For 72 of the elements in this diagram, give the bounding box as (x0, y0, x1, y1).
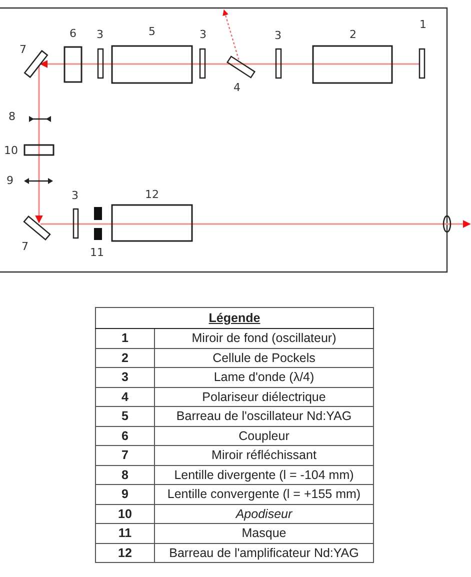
end-mirror (418, 48, 426, 79)
laser-beam-segment (205, 63, 234, 65)
output-lens (442, 215, 452, 233)
laser-beam-segment (192, 223, 444, 225)
wave-plate (72, 208, 79, 239)
callout-number: 6 (70, 28, 76, 40)
description-cell: Polariseur diélectrique (154, 387, 374, 406)
laser-beam-segment (103, 63, 112, 65)
callout-number: 1 (420, 19, 426, 31)
callout-number: 12 (145, 189, 159, 201)
callout-number: 8 (8, 111, 16, 123)
number-cell: 7 (96, 446, 154, 465)
laser-beam-segment (192, 63, 200, 65)
callout-number: 2 (350, 29, 356, 41)
description-cell: Miroir réfléchissant (154, 446, 374, 465)
callout-number: 5 (148, 26, 156, 38)
number-cell: 5 (96, 406, 154, 426)
pockels-cell (312, 45, 393, 84)
amplifier-rod (111, 204, 193, 242)
legend-heading: Légende (96, 308, 374, 328)
description-cell: Lentille divergente (l = -104 mm) (154, 465, 374, 484)
callout-number: 3 (72, 190, 78, 202)
callout-number: 11 (90, 247, 104, 259)
description-cell: Masque (154, 524, 374, 543)
number-cell: 12 (96, 543, 154, 562)
number-cell: 11 (96, 524, 154, 543)
number-cell: 6 (96, 426, 154, 446)
callout-number: 7 (22, 241, 28, 253)
callout-number: 10 (4, 145, 18, 157)
number-cell: 2 (96, 348, 154, 368)
number-cell: 8 (96, 465, 154, 484)
callout-number: 3 (274, 30, 282, 42)
number-cell: 9 (96, 484, 154, 504)
description-cell: Barreau de l'oscillateur Nd:YAG (154, 406, 374, 426)
number-cell: 3 (96, 368, 154, 387)
laser-beam-arrow (40, 60, 64, 68)
dotted-beam-arrow (222, 9, 240, 60)
polarizer-plate (226, 56, 256, 78)
description-cell: Cellule de Pockels (154, 348, 374, 368)
wave-plate (199, 48, 206, 79)
laser-beam-segment (392, 63, 420, 65)
laser-beam-segment (40, 223, 74, 225)
wave-plate (275, 48, 282, 79)
number-cell: 1 (96, 328, 154, 348)
laser-beam-arrow (450, 220, 471, 228)
folding-mirror (24, 50, 48, 78)
output-coupler (64, 46, 82, 83)
apodizer-plate (24, 144, 54, 156)
callout-number: 9 (6, 175, 14, 187)
laser-beam-segment (82, 63, 98, 65)
description-cell: Barreau de l'amplificateur Nd:YAG (154, 543, 374, 562)
oscillator-rod (111, 45, 193, 84)
callout-number: 3 (200, 29, 206, 41)
laser-beam-arrow (35, 155, 43, 224)
mask-block (94, 228, 102, 240)
callout-number: 7 (20, 44, 26, 56)
wave-plate (97, 48, 104, 79)
number-cell: 10 (96, 504, 154, 524)
laser-beam-segment (281, 63, 313, 65)
laser-beam-segment (246, 63, 276, 65)
description-cell: Lame d'onde (λ/4) (154, 368, 374, 387)
description-cell: Miroir de fond (oscillateur) (154, 328, 374, 348)
laser-beam-segment (38, 66, 40, 145)
description-cell: Apodiseur (154, 504, 374, 524)
callout-number: 3 (96, 29, 104, 41)
callout-number: 4 (234, 82, 240, 94)
folding-mirror (23, 215, 51, 241)
mask-block (94, 207, 102, 220)
description-cell: Coupleur (154, 426, 374, 446)
laser-beam-segment (78, 223, 112, 225)
number-cell: 4 (96, 387, 154, 406)
description-cell: Lentille convergente (l = +155 mm) (154, 484, 374, 504)
